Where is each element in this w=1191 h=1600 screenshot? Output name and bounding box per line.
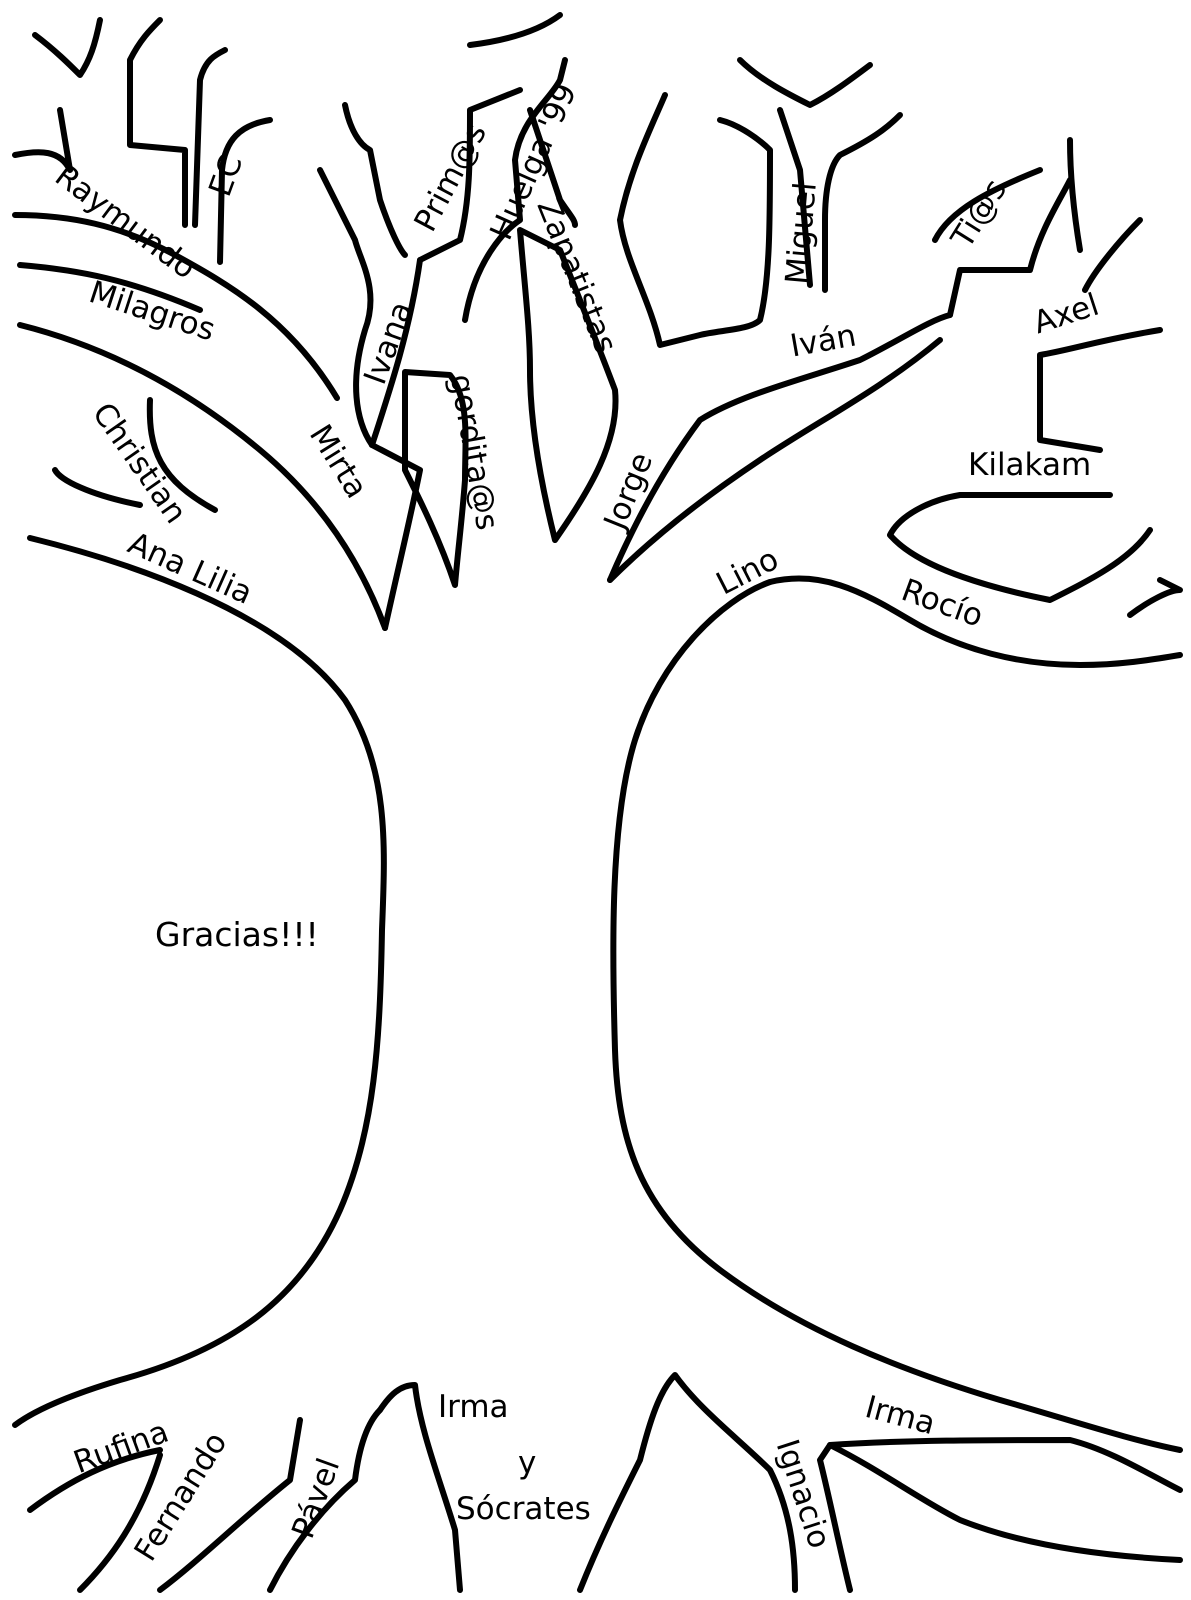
trunk-right-edge	[613, 582, 1180, 1450]
branch-rocio-tip	[1130, 580, 1180, 615]
branch-prims-twig	[470, 15, 560, 45]
branch-miguel-top	[740, 60, 870, 105]
root-label-y: y	[518, 1448, 536, 1479]
branch-zapatistas-twig	[620, 95, 770, 345]
branch-ivana	[320, 170, 372, 445]
trunk-left-edge	[15, 538, 384, 1425]
branch-label-kilakam: Kilakam	[968, 450, 1091, 481]
root-ignacio	[820, 1445, 1180, 1590]
center-message: Gracias!!!	[155, 918, 319, 951]
branch-axel	[1085, 220, 1140, 290]
branch-raymundo-twig	[15, 110, 70, 170]
branch-tias-top	[1070, 140, 1080, 250]
root-irma-right	[830, 1440, 1180, 1490]
root-label-irma-left: Irma	[438, 1392, 509, 1423]
branch-ec	[130, 20, 185, 225]
branch-miguel	[825, 115, 900, 290]
branch-kilakam	[1040, 330, 1160, 450]
root-center-right	[580, 1375, 795, 1590]
branch-label-miguel: Miguel	[782, 181, 822, 286]
branch-top-left	[35, 20, 100, 75]
root-label-socrates: Sócrates	[456, 1494, 591, 1525]
